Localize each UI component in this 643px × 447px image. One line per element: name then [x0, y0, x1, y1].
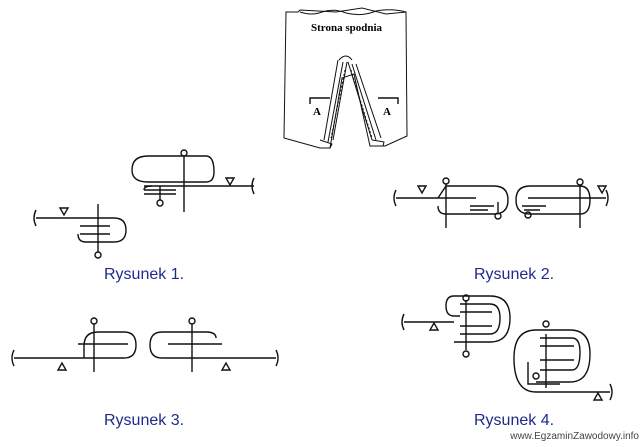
fig4-triangle-upper: [428, 321, 440, 331]
fig3-left-fold: [83, 331, 137, 359]
fig1-triangle-right: [224, 177, 236, 187]
marker-right-bracket: [378, 97, 399, 104]
figure-3-diagram: [11, 317, 279, 372]
marker-left-bracket: [309, 97, 330, 104]
figure-4-diagram: [401, 294, 613, 401]
fig1-upper-fabric: [131, 155, 255, 195]
fig1-triangle-left: [58, 207, 70, 217]
caption-fig2: Rysunek 2.: [474, 266, 554, 283]
fig2-triangle-left: [416, 185, 428, 195]
seam-right: [347, 61, 382, 141]
fig3-triangle-left: [56, 361, 68, 371]
seam-left: [323, 59, 348, 143]
caption-fig3: Rysunek 3.: [104, 412, 184, 429]
fig3-triangle-right: [220, 361, 232, 371]
figure-1-diagram: [33, 149, 255, 259]
caption-fig1: Rysunek 1.: [104, 266, 184, 283]
fig1-lower-fabric: [33, 209, 127, 243]
fig4-upper-fabric: [401, 313, 454, 331]
fig1-stitch-upper-pin: [180, 149, 188, 157]
garment-illustration: Strona spodnia A A: [283, 7, 408, 149]
footer-watermark: www.EgzaminZawodowy.info: [509, 431, 639, 442]
fig2-fabric-line: [393, 189, 609, 207]
fig2-triangle-right: [596, 185, 608, 195]
marker-left-label: A: [313, 106, 321, 118]
fig3-fabric-line: [11, 349, 279, 367]
fig4-triangle-lower: [592, 391, 604, 401]
figure-2-diagram: [393, 177, 609, 228]
garment-title: Strona spodnia: [311, 22, 383, 34]
fig2-left-fold: [437, 185, 509, 215]
garment-outline: [283, 7, 408, 149]
marker-right-label: A: [383, 106, 391, 118]
caption-fig4: Rysunek 4.: [474, 412, 554, 429]
fig3-right-fold: [149, 331, 224, 359]
